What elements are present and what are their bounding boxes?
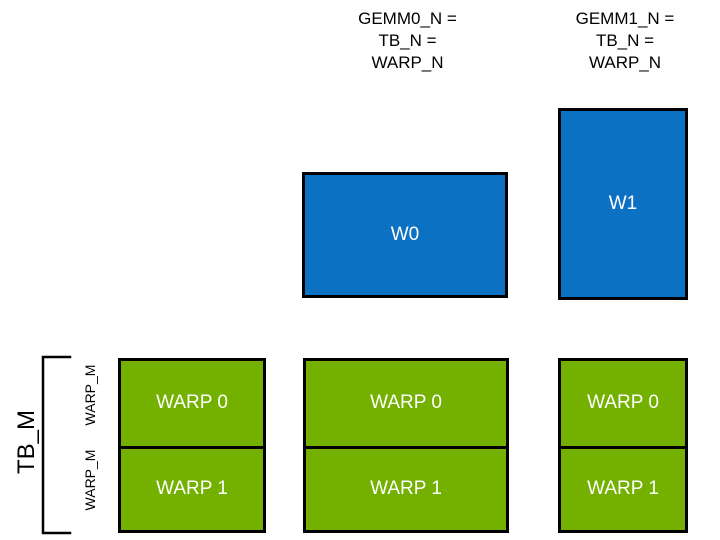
green-cell-col0-warp0-label: WARP 0 — [156, 392, 228, 414]
blue-box-w1: W1 — [558, 108, 688, 300]
green-column-0: WARP 0 WARP 1 — [118, 358, 266, 533]
tb-m-bracket-svg — [41, 355, 72, 535]
green-cell-col0-warp1: WARP 1 — [121, 445, 263, 531]
column-header-gemm1: GEMM1_N = TB_N = WARP_N — [575, 9, 675, 73]
green-cell-col2-warp0: WARP 0 — [561, 361, 685, 446]
green-cell-col2-warp1-label: WARP 1 — [587, 478, 659, 500]
column-header-gemm0: GEMM0_N = TB_N = WARP_N — [358, 9, 457, 73]
green-cell-col1-warp1-label: WARP 1 — [370, 478, 442, 500]
warp-m-label-bottom: WARP_M — [82, 449, 98, 511]
green-cell-col0-warp0: WARP 0 — [121, 361, 263, 446]
green-column-1: WARP 0 WARP 1 — [303, 358, 509, 533]
green-cell-col1-warp1: WARP 1 — [306, 445, 506, 531]
green-cell-col1-warp0-label: WARP 0 — [370, 392, 442, 414]
blue-box-w0-label: W0 — [390, 224, 420, 245]
blue-box-w1-label: W1 — [608, 193, 638, 214]
blue-box-w0: W0 — [302, 172, 508, 298]
green-column-2: WARP 0 WARP 1 — [558, 358, 688, 533]
green-cell-col1-warp0: WARP 0 — [306, 361, 506, 446]
green-cell-col2-warp1: WARP 1 — [561, 445, 685, 531]
tb-m-label: TB_M — [13, 410, 40, 475]
tb-m-bracket — [38, 354, 72, 536]
warp-m-label-top: WARP_M — [82, 364, 98, 426]
green-cell-col0-warp1-label: WARP 1 — [156, 478, 228, 500]
green-cell-col2-warp0-label: WARP 0 — [587, 392, 659, 414]
